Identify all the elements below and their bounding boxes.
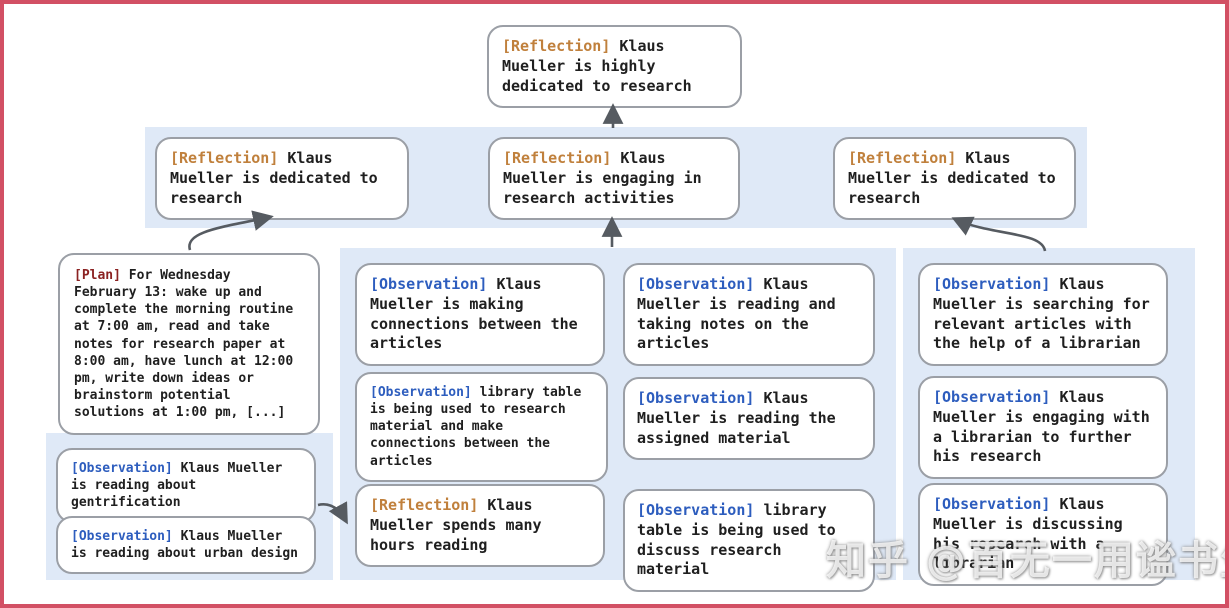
node-observation-urban-design: [Observation] Klaus Mueller is reading a… xyxy=(56,516,316,575)
node-type-tag: [Observation] xyxy=(637,275,755,293)
watermark-text: 知乎 @百无一用谧书生 xyxy=(826,538,1229,584)
node-text: library table is being used to research … xyxy=(370,385,582,469)
node-observation-library-table-discuss: [Observation] library table is being use… xyxy=(623,489,875,593)
node-root-reflection: [Reflection] Klaus Mueller is highly ded… xyxy=(487,25,742,109)
node-reflection-left: [Reflection] Klaus Mueller is dedicated … xyxy=(155,137,409,221)
node-type-tag: [Observation] xyxy=(637,389,755,407)
node-text: Klaus Mueller is making connections betw… xyxy=(370,275,578,353)
node-text: Klaus Mueller is reading and taking note… xyxy=(637,275,836,353)
node-observation-searching-articles: [Observation] Klaus Mueller is searching… xyxy=(918,263,1168,367)
node-reflection-hours-reading: [Reflection] Klaus Mueller spends many h… xyxy=(355,484,605,568)
node-observation-taking-notes: [Observation] Klaus Mueller is reading a… xyxy=(623,263,875,367)
node-text: library table is being used to discuss r… xyxy=(637,501,836,579)
node-type-tag: [Observation] xyxy=(637,501,755,519)
node-observation-engaging-librarian: [Observation] Klaus Mueller is engaging … xyxy=(918,376,1168,480)
node-type-tag: [Reflection] xyxy=(502,37,611,55)
node-type-tag: [Observation] xyxy=(71,461,173,476)
node-text: For Wednesday February 13: wake up and c… xyxy=(74,268,294,421)
node-type-tag: [Observation] xyxy=(370,385,472,400)
node-type-tag: [Plan] xyxy=(74,268,121,283)
node-text: Klaus Mueller is highly dedicated to res… xyxy=(502,37,692,95)
node-observation-assigned-material: [Observation] Klaus Mueller is reading t… xyxy=(623,377,875,461)
node-type-tag: [Reflection] xyxy=(370,496,479,514)
node-text: Klaus Mueller is dedicated to research xyxy=(848,149,1056,207)
node-type-tag: [Observation] xyxy=(933,388,1051,406)
node-observation-discussing-research: [Observation] Klaus Mueller is discussin… xyxy=(918,483,1168,587)
node-reflection-right: [Reflection] Klaus Mueller is dedicated … xyxy=(833,137,1076,221)
node-text: Klaus Mueller is engaging in research ac… xyxy=(503,149,702,207)
node-plan: [Plan] For Wednesday February 13: wake u… xyxy=(58,253,320,436)
node-text: Klaus Mueller spends many hours reading xyxy=(370,496,542,554)
node-type-tag: [Reflection] xyxy=(170,149,279,167)
node-text: Klaus Mueller is reading about urban des… xyxy=(71,529,298,562)
node-type-tag: [Observation] xyxy=(933,495,1051,513)
node-text: Klaus Mueller is discussing his research… xyxy=(933,495,1123,573)
node-type-tag: [Reflection] xyxy=(848,149,957,167)
node-text: Klaus Mueller is reading the assigned ma… xyxy=(637,389,836,447)
node-text: Klaus Mueller is dedicated to research xyxy=(170,149,378,207)
node-observation-library-table-research: [Observation] library table is being use… xyxy=(355,372,608,482)
node-type-tag: [Observation] xyxy=(71,529,173,544)
node-type-tag: [Reflection] xyxy=(503,149,612,167)
node-reflection-middle: [Reflection] Klaus Mueller is engaging i… xyxy=(488,137,740,221)
node-text: Klaus Mueller is searching for relevant … xyxy=(933,275,1150,353)
node-text: Klaus Mueller is engaging with a librari… xyxy=(933,388,1150,466)
node-observation-gentrification: [Observation] Klaus Mueller is reading a… xyxy=(56,448,316,524)
node-observation-making-connections: [Observation] Klaus Mueller is making co… xyxy=(355,263,605,367)
node-type-tag: [Observation] xyxy=(370,275,488,293)
node-type-tag: [Observation] xyxy=(933,275,1051,293)
node-text: Klaus Mueller is reading about gentrific… xyxy=(71,461,283,511)
